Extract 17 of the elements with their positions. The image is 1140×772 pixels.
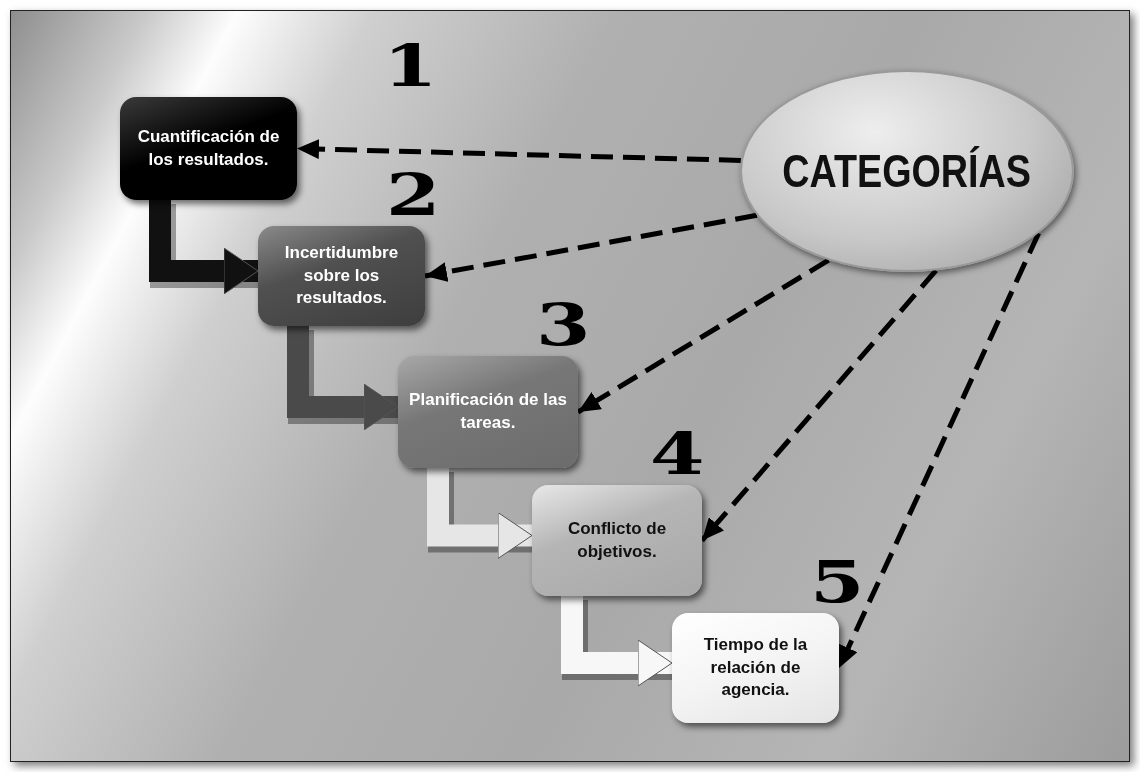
dashed-arrow: [576, 258, 830, 415]
step-arrow: [561, 596, 673, 687]
step-number: 5: [809, 553, 865, 611]
step-number: 4: [649, 425, 705, 483]
step-arrow: [287, 326, 399, 431]
step-number: 3: [535, 296, 591, 354]
category-title: CATEGORÍAS: [782, 148, 1032, 194]
dashed-arrow: [296, 139, 741, 163]
step-arrow: [427, 468, 533, 559]
step-number: 2: [385, 166, 441, 224]
step-number: 1: [382, 37, 438, 95]
step-label: Planificación de las tareas.: [408, 389, 568, 434]
step-label: Cuantificación de los resultados.: [136, 125, 281, 171]
step-label: Tiempo de la relación de agencia.: [702, 633, 809, 702]
step-label: Incertidumbre sobre los resultados.: [283, 241, 400, 310]
step-label: Conflicto de objetivos.: [566, 517, 668, 563]
dashed-arrow: [424, 212, 758, 282]
